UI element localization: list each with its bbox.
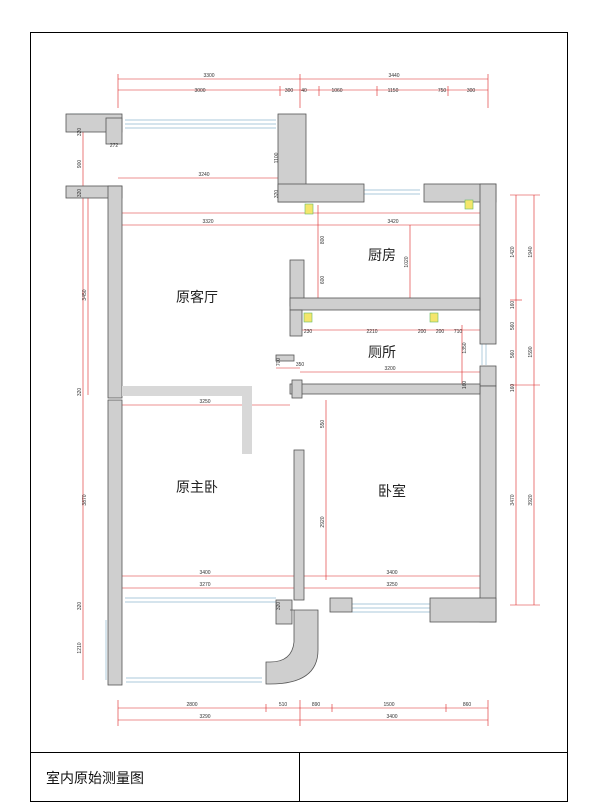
room-label-toilet: 厕所 <box>368 345 396 361</box>
vertical-dimension-labels: 320 272 900 320 3450 320 3870 320 1210 1… <box>77 128 534 654</box>
dim-label: 3420 <box>387 219 398 225</box>
dim-label: 3290 <box>199 714 210 720</box>
dim-label: 160 <box>510 301 516 310</box>
dim-label: 1420 <box>510 246 516 257</box>
dim-label: 3200 <box>384 366 395 372</box>
dim-label: 1150 <box>388 88 399 94</box>
dim-label: 40 <box>301 88 307 94</box>
dim-label: 230 <box>304 329 313 335</box>
dim-label: 320 <box>274 190 280 199</box>
walls <box>65 113 497 686</box>
dim-label: 600 <box>320 276 326 285</box>
dim-label: 3920 <box>528 494 534 505</box>
dim-label: 1940 <box>528 246 534 257</box>
dim-label: 3400 <box>386 570 397 576</box>
dim-label: 3470 <box>510 494 516 505</box>
beam <box>122 386 250 396</box>
dim-label: 1020 <box>404 256 410 267</box>
dim-label: 510 <box>279 702 288 708</box>
dim-label: 700 <box>276 358 282 367</box>
dim-label: 1060 <box>331 88 342 94</box>
dim-label: 3320 <box>202 219 213 225</box>
dim-label: 160 <box>462 381 468 390</box>
dim-label: 3870 <box>82 494 88 505</box>
dim-label: 3240 <box>198 172 209 178</box>
room-label-bedroom: 卧室 <box>378 483 406 500</box>
dim-label: 320 <box>77 602 83 611</box>
dim-label: 1210 <box>77 642 83 653</box>
dim-label: 860 <box>463 702 472 708</box>
dim-label: 3450 <box>82 289 88 300</box>
dim-label: 890 <box>312 702 321 708</box>
dim-label: 2800 <box>186 702 197 708</box>
beam-drop <box>242 386 252 454</box>
dim-label: 3300 <box>203 73 214 79</box>
dim-label: 300 <box>467 88 476 94</box>
dim-label: 2920 <box>320 516 326 527</box>
dim-label: 350 <box>296 362 305 368</box>
dimension-labels: 3300 3440 3000 300 40 1060 1150 750 300 … <box>186 73 475 720</box>
toilet-fixture <box>429 312 439 323</box>
dim-label: 560 <box>510 350 516 359</box>
dim-label: 3250 <box>199 399 210 405</box>
dim-label: 320 <box>276 602 282 611</box>
dim-label: 3440 <box>388 73 399 79</box>
dim-label: 800 <box>320 236 326 245</box>
dim-label: 160 <box>510 384 516 393</box>
dim-label: 3250 <box>386 582 397 588</box>
dim-label: 1500 <box>383 702 394 708</box>
room-label-master: 原主卧 <box>176 480 218 496</box>
dimension-lines <box>82 74 540 726</box>
dim-label: 3000 <box>194 88 205 94</box>
dim-label: 750 <box>438 88 447 94</box>
dim-label: 320 <box>77 128 83 137</box>
dim-label: 3400 <box>386 714 397 720</box>
kitchen-fixture <box>304 203 314 215</box>
kitchen-fixture <box>464 199 474 210</box>
dim-label: 272 <box>110 143 119 149</box>
dim-label: 560 <box>510 322 516 331</box>
dim-label: 710 <box>454 329 463 335</box>
dim-label: 200 <box>436 329 445 335</box>
dim-label: 550 <box>320 420 326 429</box>
dim-label: 320 <box>77 388 83 397</box>
dim-label: 320 <box>77 189 83 198</box>
dim-label: 1590 <box>528 346 534 357</box>
dim-label: 2210 <box>366 329 377 335</box>
dim-label: 1100 <box>274 152 280 163</box>
drawing-title: 室内原始测量图 <box>46 771 144 787</box>
dim-label: 200 <box>418 329 427 335</box>
room-label-kitchen: 厨房 <box>368 248 396 264</box>
dim-label: 3400 <box>199 570 210 576</box>
title-block-divider <box>299 752 300 802</box>
dim-label: 1350 <box>462 342 468 353</box>
dim-label: 900 <box>77 160 83 169</box>
room-label-living: 原客厅 <box>176 289 218 306</box>
toilet-fixture <box>303 312 313 323</box>
dim-label: 300 <box>285 88 294 94</box>
dim-label: 3270 <box>199 582 210 588</box>
